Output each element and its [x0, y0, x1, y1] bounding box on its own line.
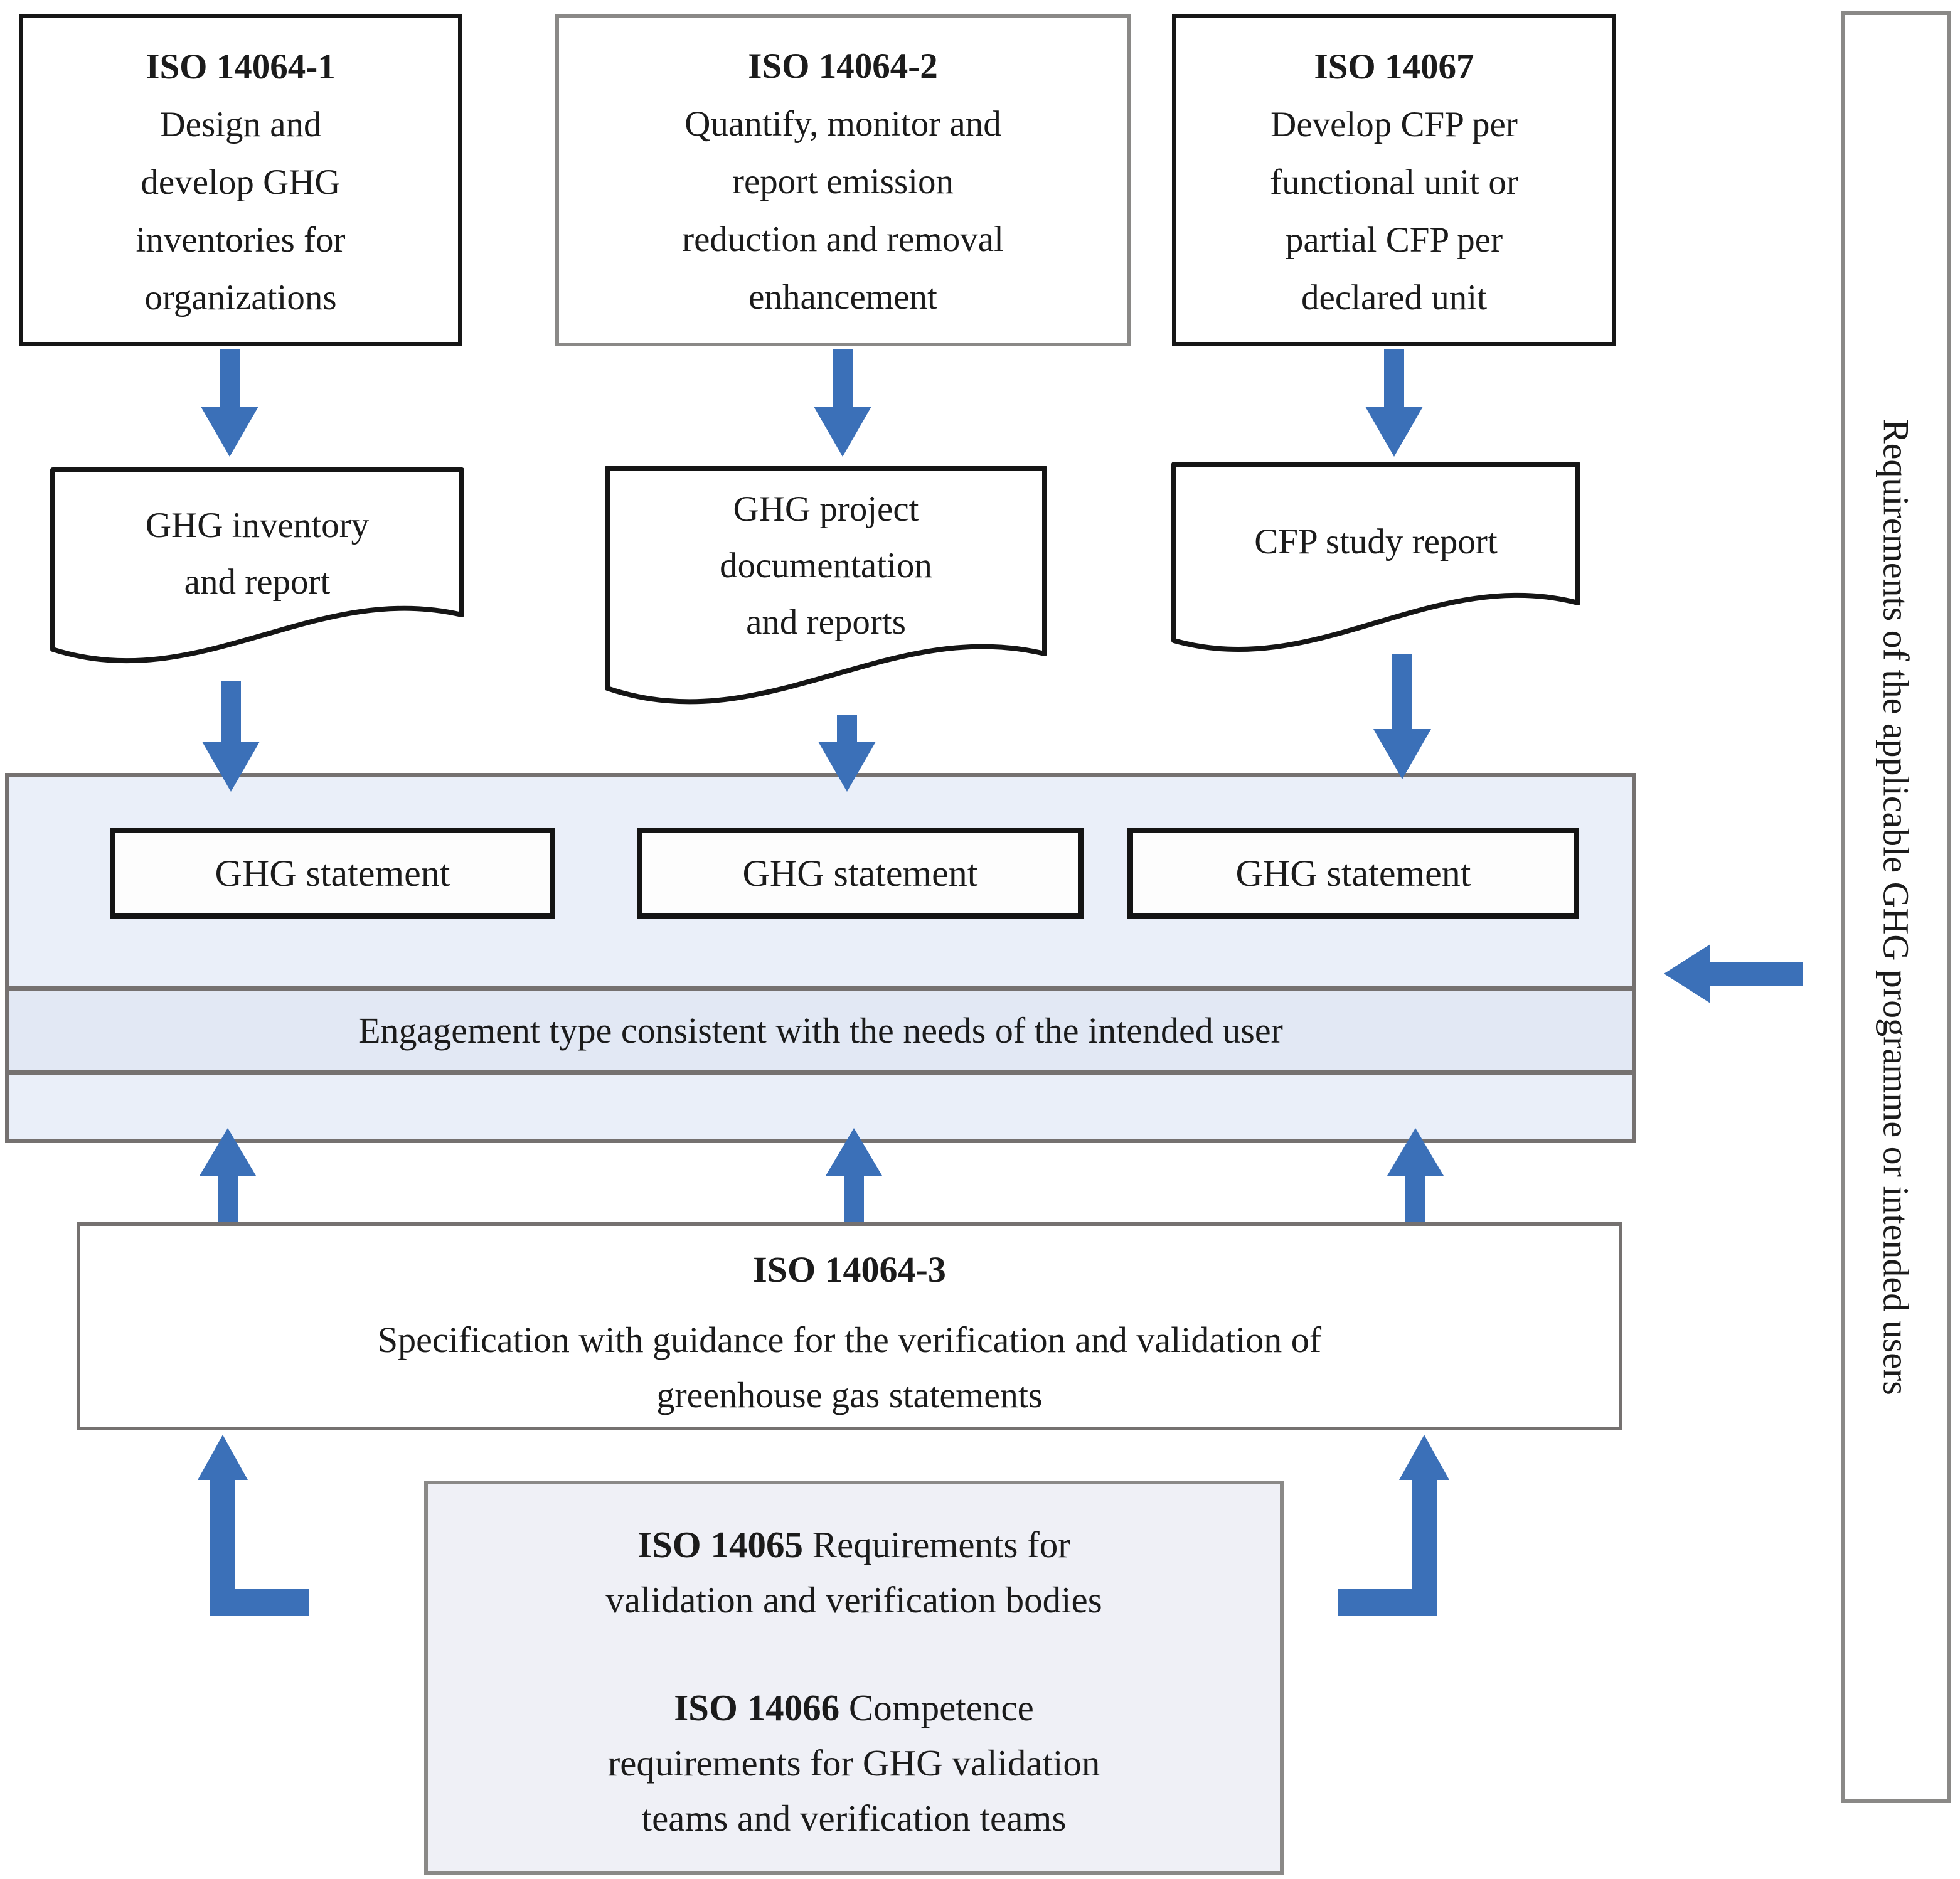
standard-title: ISO 14064-2: [748, 46, 938, 86]
standard-line: report emission: [732, 162, 954, 201]
document-shape: [605, 466, 1047, 705]
bodies-line: teams and verification teams: [641, 1797, 1067, 1839]
ghg-statement-label: GHG statement: [742, 852, 978, 894]
bodies-line: ISO 14066 Competence: [428, 1680, 1280, 1735]
document-shape: [1171, 462, 1580, 652]
ghg-statement-box: GHG statement: [1127, 828, 1579, 919]
document-line: GHG inventory: [145, 505, 370, 545]
elbow-arrow-up-icon: [188, 1433, 314, 1621]
arrow-down-icon: [1373, 654, 1431, 779]
standard-line: Design and: [159, 105, 322, 144]
standard-line: partial CFP per: [1285, 220, 1503, 260]
panel-divider: [9, 1070, 1632, 1075]
arrow-down-icon: [201, 349, 258, 457]
document-ghg-inventory: GHG inventory and report: [50, 467, 464, 684]
engagement-band-label: Engagement type consistent with the need…: [358, 1009, 1283, 1051]
bodies-rest: Requirements for: [812, 1524, 1070, 1565]
document-line: CFP study report: [1254, 521, 1498, 562]
arrow-down-icon: [202, 681, 260, 792]
verification-line: greenhouse gas statements: [656, 1375, 1043, 1415]
verification-title: ISO 14064-3: [753, 1249, 946, 1290]
document-line: and report: [184, 562, 331, 602]
arrow-down-icon: [814, 349, 871, 457]
standard-line: Quantify, monitor and: [684, 104, 1001, 144]
bodies-line: validation and verification bodies: [605, 1579, 1102, 1621]
engagement-band: Engagement type consistent with the need…: [9, 991, 1632, 1070]
bodies-rest: Competence: [848, 1687, 1034, 1728]
arrow-up-icon: [200, 1128, 256, 1231]
standard-title: ISO 14067: [1314, 47, 1474, 87]
standard-box-iso-14067: ISO 14067 Develop CFP per functional uni…: [1172, 14, 1616, 346]
bodies-code: ISO 14066: [674, 1687, 840, 1728]
verification-box-iso-14064-3: ISO 14064-3 Specification with guidance …: [77, 1222, 1622, 1430]
arrow-down-icon: [1365, 349, 1423, 457]
standard-line: declared unit: [1301, 278, 1487, 317]
standard-box-iso-14064-1: ISO 14064-1 Design and develop GHG inven…: [19, 14, 462, 346]
standard-line: Develop CFP per: [1270, 105, 1518, 144]
ghg-statements-panel: GHG statement GHG statement GHG statemen…: [5, 773, 1636, 1143]
ghg-statement-box: GHG statement: [637, 828, 1084, 919]
panel-divider: [9, 986, 1632, 991]
standard-title: ISO 14064-1: [146, 47, 336, 87]
bodies-line: requirements for GHG validation: [607, 1742, 1100, 1784]
document-shape: [50, 467, 464, 664]
arrow-down-icon: [818, 715, 876, 792]
standard-line: functional unit or: [1270, 162, 1518, 202]
elbow-arrow-up-icon: [1333, 1433, 1459, 1621]
verification-line: Specification with guidance for the veri…: [377, 1319, 1322, 1360]
arrow-up-icon: [826, 1128, 882, 1231]
document-line: and reports: [746, 602, 906, 642]
bodies-box-iso-14065-14066: ISO 14065 Requirements for validation an…: [424, 1481, 1284, 1875]
side-requirements-panel: Requirements of the applicable GHG progr…: [1841, 11, 1951, 1803]
document-ghg-project: GHG project documentation and reports: [605, 466, 1047, 723]
document-line: documentation: [720, 546, 932, 585]
bodies-line: ISO 14065 Requirements for: [428, 1517, 1280, 1572]
ghg-statement-label: GHG statement: [215, 852, 450, 894]
document-cfp-study: CFP study report: [1171, 462, 1580, 666]
side-requirements-label: Requirements of the applicable GHG progr…: [1875, 419, 1917, 1395]
document-line: GHG project: [733, 489, 919, 529]
standard-box-iso-14064-2: ISO 14064-2 Quantify, monitor and report…: [555, 14, 1131, 346]
ghg-statement-box: GHG statement: [110, 828, 555, 919]
bodies-code: ISO 14065: [637, 1524, 803, 1565]
arrow-left-icon: [1664, 944, 1803, 1004]
standard-line: organizations: [144, 278, 337, 317]
arrow-up-icon: [1387, 1128, 1444, 1231]
standard-line: develop GHG: [141, 162, 341, 202]
spacer: [428, 1627, 1280, 1680]
standard-line: inventories for: [136, 220, 346, 260]
standard-line: reduction and removal: [682, 220, 1004, 259]
ghg-statement-label: GHG statement: [1235, 852, 1471, 894]
standard-line: enhancement: [748, 277, 937, 317]
